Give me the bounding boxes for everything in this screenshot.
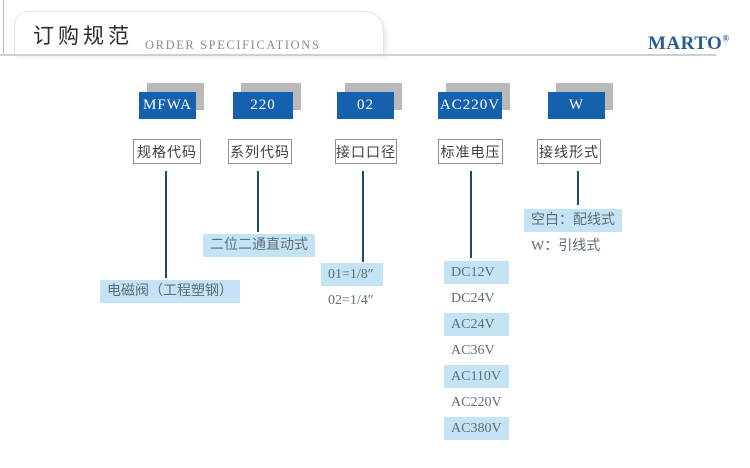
code-box-spec: MFWA xyxy=(139,92,196,119)
list-item: DC12V xyxy=(444,261,509,284)
code-box-series: 220 xyxy=(233,92,293,119)
connector-line xyxy=(362,171,364,262)
list-item: AC24V xyxy=(444,313,509,336)
code-box-port-size: 02 xyxy=(337,92,394,119)
voltage-options: DC12V DC24V AC24V AC36V AC110V AC220V AC… xyxy=(444,261,509,443)
spec-label-voltage: 标准电压 xyxy=(438,139,503,164)
spec-label-port-size: 接口口径 xyxy=(335,139,397,164)
list-item: AC380V xyxy=(444,417,509,440)
list-item: 02=1/4″ xyxy=(328,293,374,308)
code-box-wiring: W xyxy=(548,92,605,119)
spec-description: 电磁阀（工程塑钢） xyxy=(100,280,240,303)
left-edge-rule xyxy=(3,0,4,55)
list-item: AC36V xyxy=(451,343,495,358)
connector-line xyxy=(257,171,259,232)
page-subtitle: ORDER SPECIFICATIONS xyxy=(145,38,321,52)
spec-label-wiring: 接线形式 xyxy=(537,139,601,164)
wiring-options: 空白：配线式 W：引线式 xyxy=(524,209,622,261)
connector-line xyxy=(470,171,472,258)
list-item: 空白：配线式 xyxy=(524,209,622,232)
spec-label-series-code: 系列代码 xyxy=(228,139,292,164)
brand-logo: MARTO® xyxy=(648,33,730,55)
list-item: 01=1/8″ xyxy=(321,263,383,286)
registered-mark: ® xyxy=(722,33,730,44)
list-item: AC110V xyxy=(444,365,509,388)
list-item: W：引线式 xyxy=(531,239,601,254)
series-description: 二位二通直动式 xyxy=(203,234,315,257)
spec-label-spec-code: 规格代码 xyxy=(133,139,201,164)
list-item: AC220V xyxy=(451,395,502,410)
code-box-voltage: AC220V xyxy=(438,92,502,119)
connector-line xyxy=(165,171,167,278)
list-item: DC24V xyxy=(451,291,495,306)
brand-text: MARTO xyxy=(648,33,723,54)
port-size-options: 01=1/8″ 02=1/4″ xyxy=(321,263,383,315)
header-divider xyxy=(0,54,716,56)
page-title: 订购规范 xyxy=(33,24,133,48)
connector-line xyxy=(577,171,579,205)
header-card xyxy=(14,11,384,56)
